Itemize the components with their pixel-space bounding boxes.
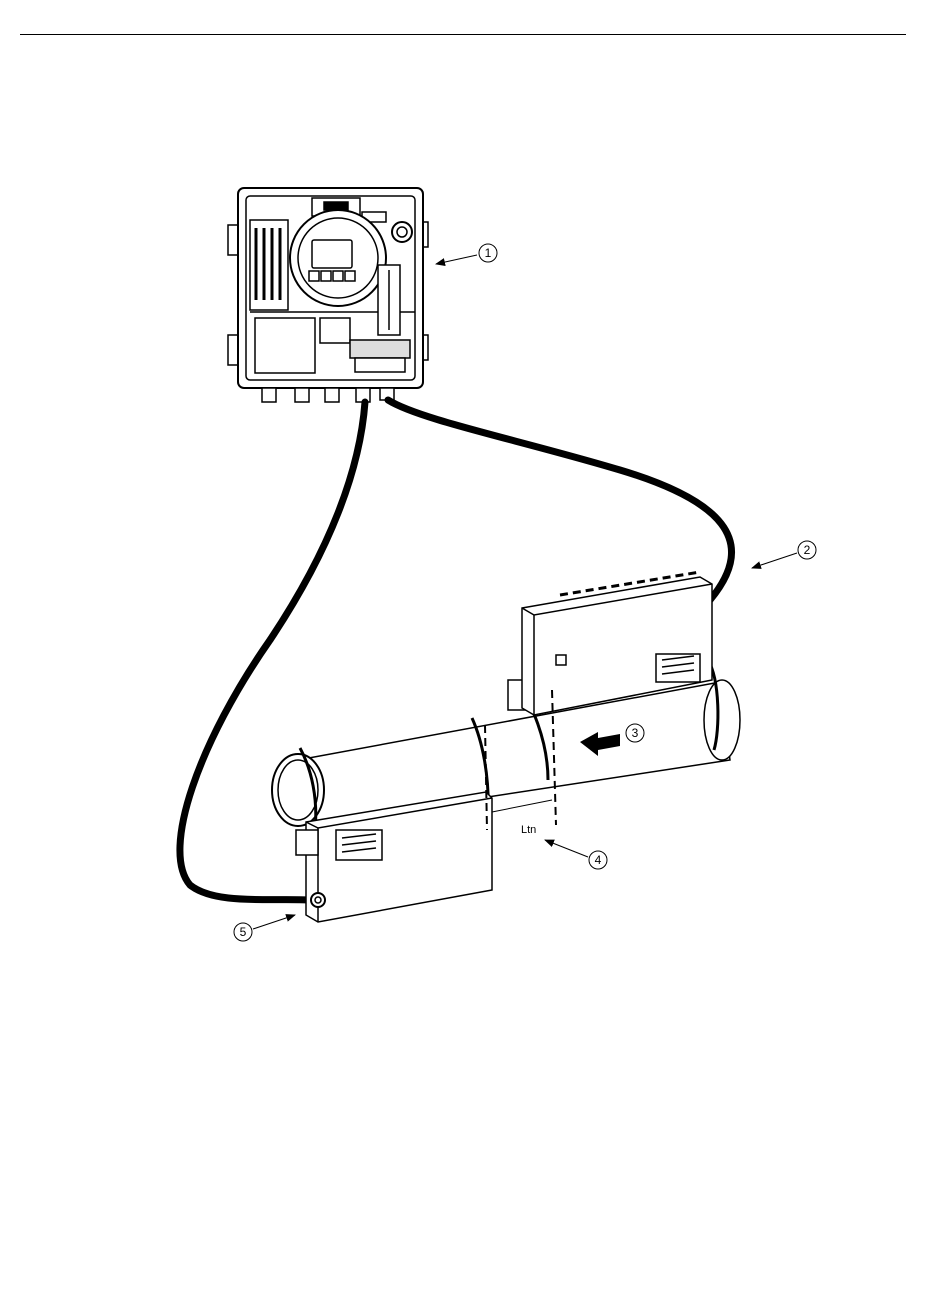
- callout-1: 1: [436, 244, 497, 264]
- callout-4: 4: [545, 840, 607, 869]
- svg-text:5: 5: [240, 925, 247, 939]
- dimension-arrow: [492, 800, 552, 812]
- callout-3: 3: [626, 724, 644, 742]
- transmitter-enclosure: [228, 188, 428, 402]
- callout-5: 5: [234, 915, 295, 941]
- dimension-label: Ltn: [521, 824, 536, 836]
- svg-text:4: 4: [595, 853, 602, 867]
- svg-text:2: 2: [804, 543, 811, 557]
- svg-text:3: 3: [632, 726, 639, 740]
- pipe: [272, 680, 740, 826]
- svg-text:1: 1: [485, 246, 492, 260]
- callout-2: 2: [752, 541, 816, 568]
